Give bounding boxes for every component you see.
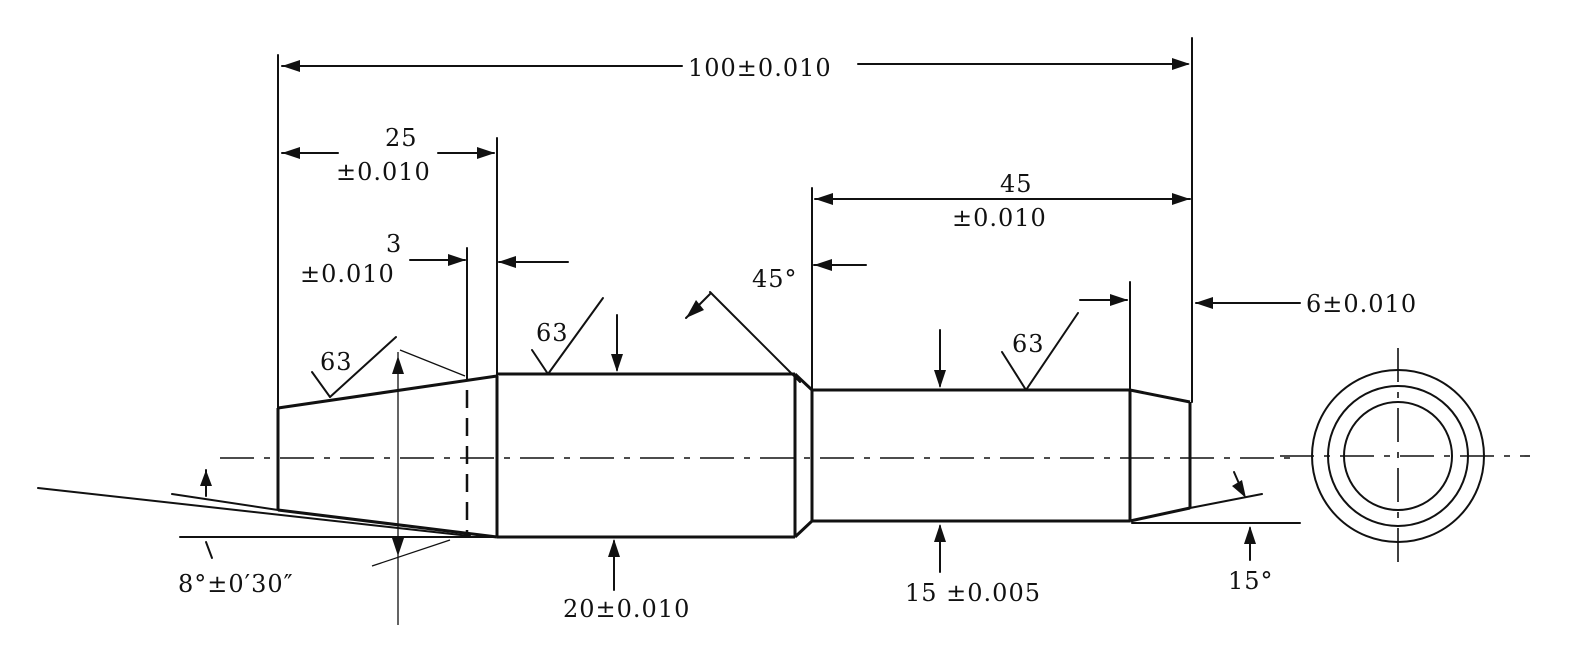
end-view [1280, 348, 1530, 562]
dim-right-section-bottom: ±0.010 [952, 204, 1047, 232]
surface-finish-large-label: 63 [536, 319, 569, 347]
diameter-large-label: 20±0.010 [563, 595, 690, 623]
surface-finish-taper-label: 63 [320, 348, 353, 376]
surface-finish-small-label: 63 [1012, 330, 1045, 358]
surface-finish-taper [311, 336, 397, 398]
end-angle-label: 15° [1228, 567, 1274, 595]
dim-right-end-label: 6±0.010 [1306, 290, 1417, 318]
surface-finish-small [1001, 312, 1079, 391]
dim-left-section-bottom: ±0.010 [336, 158, 431, 186]
dim-left-section-top: 25 [385, 124, 418, 152]
diameter-small-arrows [934, 329, 946, 573]
extension-lines [277, 37, 1193, 409]
dim-groove-bottom: ±0.010 [300, 260, 395, 288]
dim-overall-label: 100±0.010 [688, 54, 832, 82]
dim-left-section [281, 147, 495, 159]
taper-angle-label: 8°±0′30″ [178, 570, 294, 598]
dim-overall [281, 58, 1190, 72]
taper-angle [37, 349, 496, 625]
dim-chamfer-label: 45° [752, 265, 798, 293]
dim-right-section [814, 193, 1191, 205]
part-outline [276, 372, 1192, 539]
dim-groove [409, 254, 569, 268]
diameter-small-label: 15 ±0.005 [905, 579, 1041, 607]
diameter-large-arrows [608, 314, 623, 591]
surface-finish-large [531, 297, 604, 375]
dim-groove-top: 3 [386, 230, 402, 258]
end-angle [1131, 471, 1301, 561]
dim-right-section-top: 45 [1000, 170, 1033, 198]
dim-chamfer [685, 259, 867, 383]
dim-right-end [1079, 294, 1301, 309]
